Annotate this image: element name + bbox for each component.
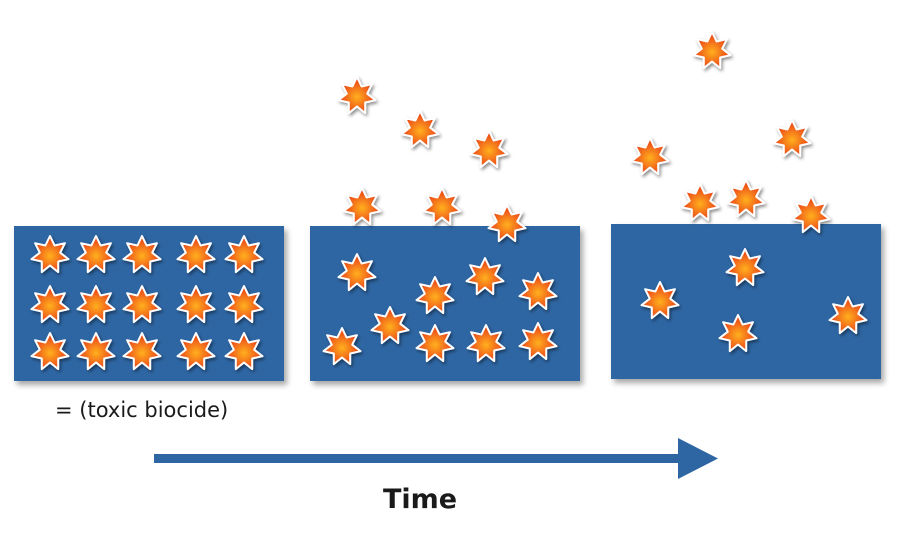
biocide-star-icon <box>465 257 505 296</box>
biocide-star-icon <box>224 235 264 274</box>
biocide-star-icon <box>76 235 116 274</box>
biocide-star-icon <box>487 204 527 243</box>
biocide-star-icon <box>422 187 462 226</box>
biocide-star-icon <box>680 183 720 222</box>
biocide-star-icon <box>772 119 812 158</box>
biocide-star-icon <box>415 324 455 363</box>
biocide-star-icon <box>718 314 758 353</box>
biocide-star-icon <box>322 327 362 366</box>
biocide-star-icon <box>400 110 440 149</box>
biocide-star-icon <box>30 285 70 324</box>
biocide-star-icon <box>76 332 116 371</box>
biocide-star-icon <box>828 296 868 335</box>
biocide-star-icon <box>370 306 410 345</box>
biocide-star-icon <box>122 235 162 274</box>
biocide-star-icon <box>337 76 377 115</box>
biocide-star-icon <box>726 179 766 218</box>
biocide-star-icon <box>725 248 765 287</box>
biocide-star-icon <box>415 276 455 315</box>
biocide-star-icon <box>466 324 506 363</box>
biocide-star-icon <box>337 253 377 292</box>
biocide-star-icon <box>518 322 558 361</box>
biocide-particles <box>30 31 868 371</box>
biocide-star-icon <box>630 137 670 176</box>
biocide-star-icon <box>122 332 162 371</box>
biocide-star-icon <box>176 285 216 324</box>
biocide-star-icon <box>76 285 116 324</box>
biocide-star-icon <box>692 31 732 70</box>
biocide-star-icon <box>342 187 382 226</box>
biocide-star-icon <box>791 195 831 234</box>
time-axis-label: Time <box>382 484 458 515</box>
biocide-star-icon <box>30 235 70 274</box>
legend-label: = (toxic biocide) <box>55 398 229 422</box>
biocide-star-icon <box>224 332 264 371</box>
biocide-star-icon <box>122 285 162 324</box>
biocide-star-icon <box>518 272 558 311</box>
biocide-star-icon <box>224 285 264 324</box>
biocide-star-icon <box>176 235 216 274</box>
biocide-star-icon <box>30 332 70 371</box>
time-arrow <box>154 438 718 479</box>
biocide-star-icon <box>640 281 680 320</box>
biocide-star-icon <box>469 130 509 169</box>
biocide-star-icon <box>176 332 216 371</box>
